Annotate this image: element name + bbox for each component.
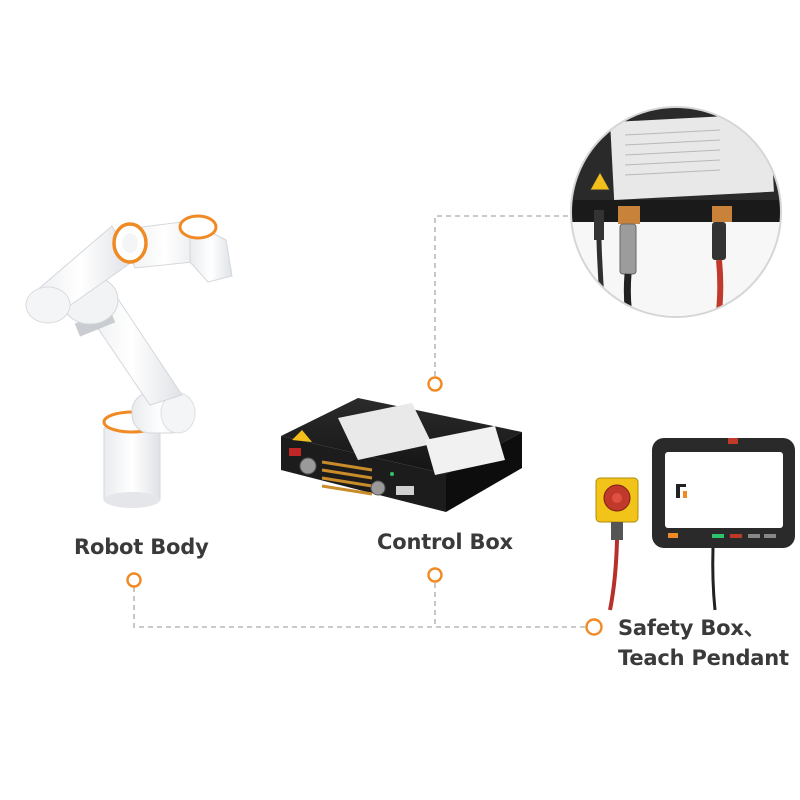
- connector-bus: [133, 587, 585, 628]
- node-robot-body: [126, 572, 142, 588]
- safety-box-image: [595, 477, 639, 611]
- node-control-box-top: [427, 376, 443, 392]
- node-control-box: [427, 567, 443, 583]
- node-safety-box: [585, 618, 603, 636]
- control-box-image: [281, 398, 522, 512]
- teach-pendant-label: Teach Pendant: [618, 646, 789, 670]
- robot-body-label: Robot Body: [74, 535, 209, 559]
- connection-nodes: [126, 376, 603, 636]
- safety-box-teach-pendant-label: Safety Box、 Teach Pendant: [618, 613, 789, 673]
- teach-pendant-image: [652, 438, 795, 611]
- connector-lines: [133, 215, 585, 628]
- control-box-detail-image: [570, 106, 782, 318]
- control-box-label: Control Box: [377, 530, 513, 554]
- connector-box-to-detail: [434, 215, 580, 376]
- robot-arm-image: [25, 214, 233, 508]
- safety-box-label: Safety Box、: [618, 616, 765, 640]
